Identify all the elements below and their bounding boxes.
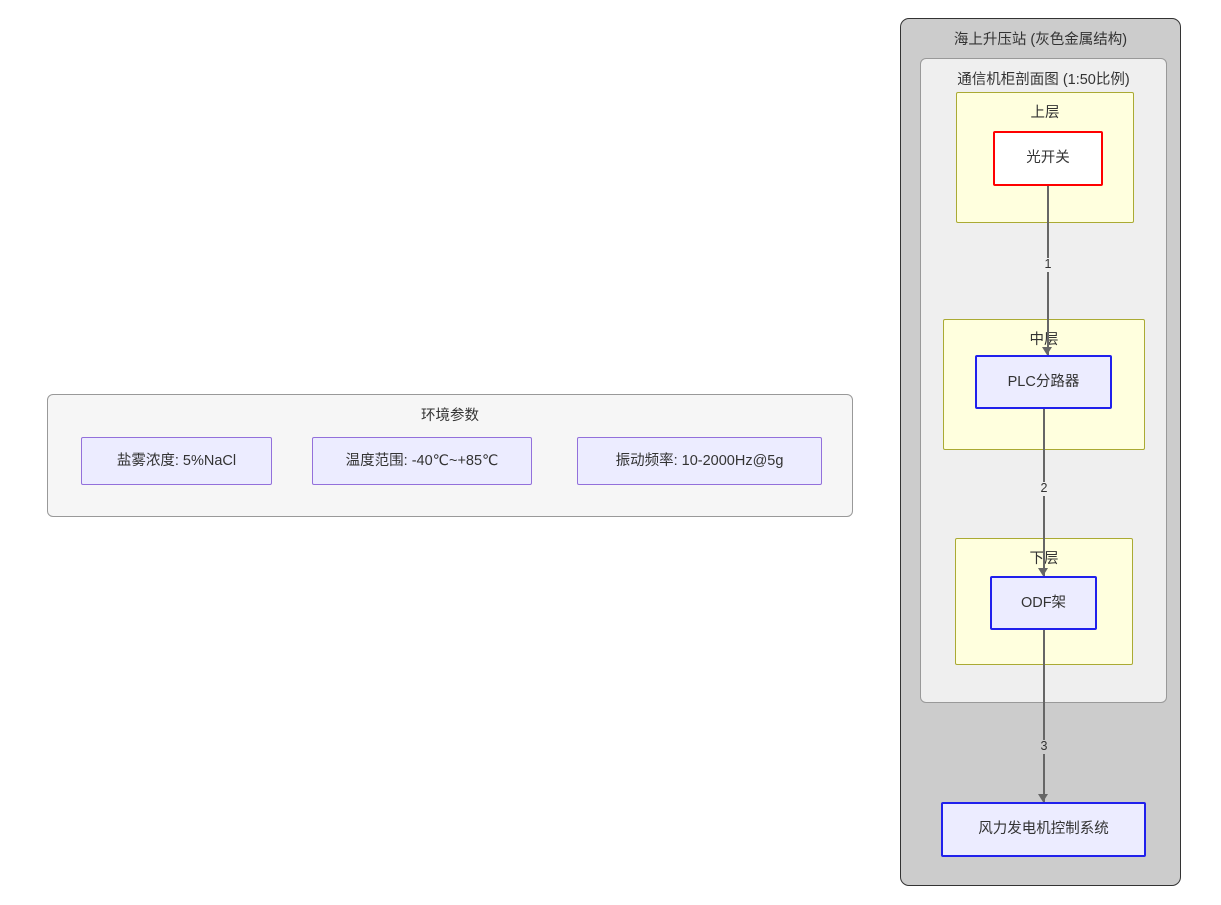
edge-3-label: 3 xyxy=(1033,739,1055,754)
communication-cabinet-title: 通信机柜剖面图 (1:50比例) xyxy=(957,72,1130,88)
env-chip-temperature-range[interactable]: 温度范围: -40℃~+85℃ xyxy=(312,437,532,485)
edge-2-label: 2 xyxy=(1033,481,1055,496)
env-chip-salt-spray-label: 盐雾浓度: 5%NaCl xyxy=(116,452,237,469)
env-chip-salt-spray[interactable]: 盐雾浓度: 5%NaCl xyxy=(81,437,272,485)
node-odf-rack[interactable]: ODF架 xyxy=(990,576,1097,630)
edge-3-line xyxy=(1043,630,1045,802)
substation-title: 海上升压站 (灰色金属结构) xyxy=(953,32,1128,48)
node-optical-switch-label: 光开关 xyxy=(1026,150,1070,167)
env-chip-vibration-frequency[interactable]: 振动频率: 10-2000Hz@5g xyxy=(577,437,822,485)
node-odf-rack-label: ODF架 xyxy=(1020,594,1067,611)
node-turbine-control-system-label: 风力发电机控制系统 xyxy=(978,821,1109,838)
env-chip-vibration-frequency-label: 振动频率: 10-2000Hz@5g xyxy=(615,452,784,469)
tier-middle-title: 中层 xyxy=(1029,332,1059,348)
node-plc-splitter-label: PLC分路器 xyxy=(1007,373,1080,390)
edge-3-arrowhead-icon xyxy=(1038,794,1048,802)
node-turbine-control-system[interactable]: 风力发电机控制系统 xyxy=(941,802,1146,857)
tier-upper-title: 上层 xyxy=(1030,105,1060,121)
environment-parameters-container: 环境参数 盐雾浓度: 5%NaCl 温度范围: -40℃~+85℃ 振动频率: … xyxy=(47,394,853,517)
edge-1-arrowhead-icon xyxy=(1042,347,1052,355)
environment-parameters-title: 环境参数 xyxy=(421,408,479,424)
env-chip-temperature-range-label: 温度范围: -40℃~+85℃ xyxy=(345,452,499,469)
node-plc-splitter[interactable]: PLC分路器 xyxy=(975,355,1112,409)
edge-1-label: 1 xyxy=(1037,257,1059,272)
node-optical-switch[interactable]: 光开关 xyxy=(993,131,1103,186)
edge-2-arrowhead-icon xyxy=(1038,568,1048,576)
